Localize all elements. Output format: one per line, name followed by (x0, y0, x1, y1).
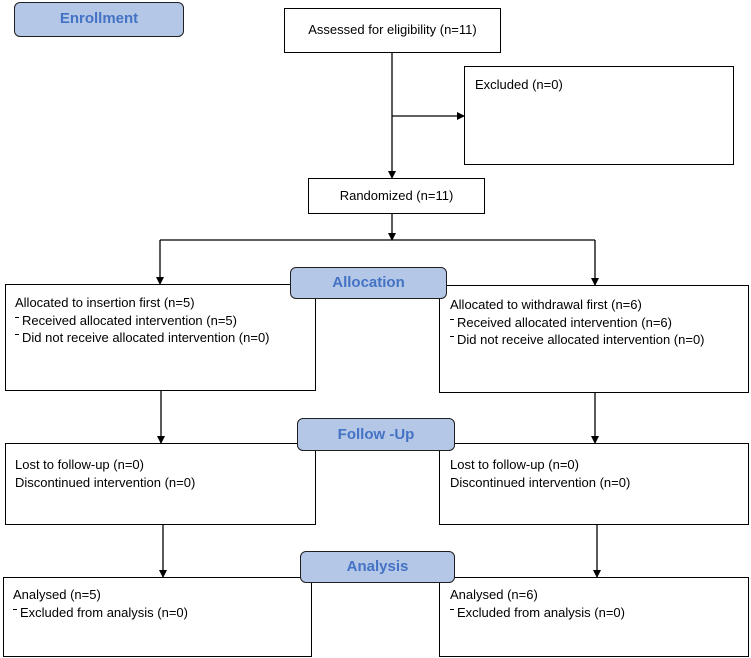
right-followup-box: Lost to follow-up (n=0) Discontinued int… (439, 443, 749, 525)
stage-follow-up-label: Follow -Up (337, 426, 415, 443)
randomized-text: Randomized (n=11) (339, 188, 454, 203)
right-analysis-analysed: Analysed (n=6) (450, 587, 538, 602)
right-allocation-not-received: Did not receive allocated intervention (… (450, 331, 748, 349)
randomized-box: Randomized (n=11) (308, 178, 485, 214)
left-analysis-analysed: Analysed (n=5) (13, 587, 101, 602)
excluded-text: Excluded (n=0) (475, 77, 563, 92)
right-allocation-box: Allocated to withdrawal first (n=6) Rece… (439, 285, 749, 393)
right-followup-discontinued: Discontinued intervention (n=0) (450, 474, 631, 490)
left-allocation-box: Allocated to insertion first (n=5) Recei… (5, 284, 316, 391)
stage-allocation: Allocation (290, 267, 447, 299)
left-analysis-excluded: Excluded from analysis (n=0) (13, 604, 311, 622)
excluded-box: Excluded (n=0) (464, 66, 734, 165)
right-analysis-box: Analysed (n=6) Excluded from analysis (n… (439, 577, 749, 657)
left-analysis-box: Analysed (n=5) Excluded from analysis (n… (3, 577, 312, 657)
right-allocation-title: Allocated to withdrawal first (n=6) (450, 297, 642, 312)
stage-enrollment: Enrollment (14, 2, 184, 37)
left-followup-box: Lost to follow-up (n=0) Discontinued int… (5, 443, 316, 525)
left-allocation-received: Received allocated intervention (n=5) (15, 312, 315, 330)
stage-analysis-label: Analysis (346, 558, 409, 575)
stage-follow-up: Follow -Up (297, 418, 455, 451)
left-allocation-title: Allocated to insertion first (n=5) (15, 295, 195, 310)
left-followup-discontinued: Discontinued intervention (n=0) (15, 474, 196, 490)
left-followup-lost: Lost to follow-up (n=0) (15, 457, 144, 472)
assessed-box: Assessed for eligibility (n=11) (284, 8, 501, 53)
left-allocation-not-received: Did not receive allocated intervention (… (15, 329, 315, 347)
stage-allocation-label: Allocation (332, 274, 405, 291)
assessed-text: Assessed for eligibility (n=11) (308, 22, 477, 37)
stage-analysis: Analysis (300, 551, 455, 583)
right-followup-lost: Lost to follow-up (n=0) (450, 457, 579, 472)
stage-enrollment-label: Enrollment (59, 10, 139, 27)
right-analysis-excluded: Excluded from analysis (n=0) (450, 604, 748, 622)
right-allocation-received: Received allocated intervention (n=6) (450, 314, 748, 332)
